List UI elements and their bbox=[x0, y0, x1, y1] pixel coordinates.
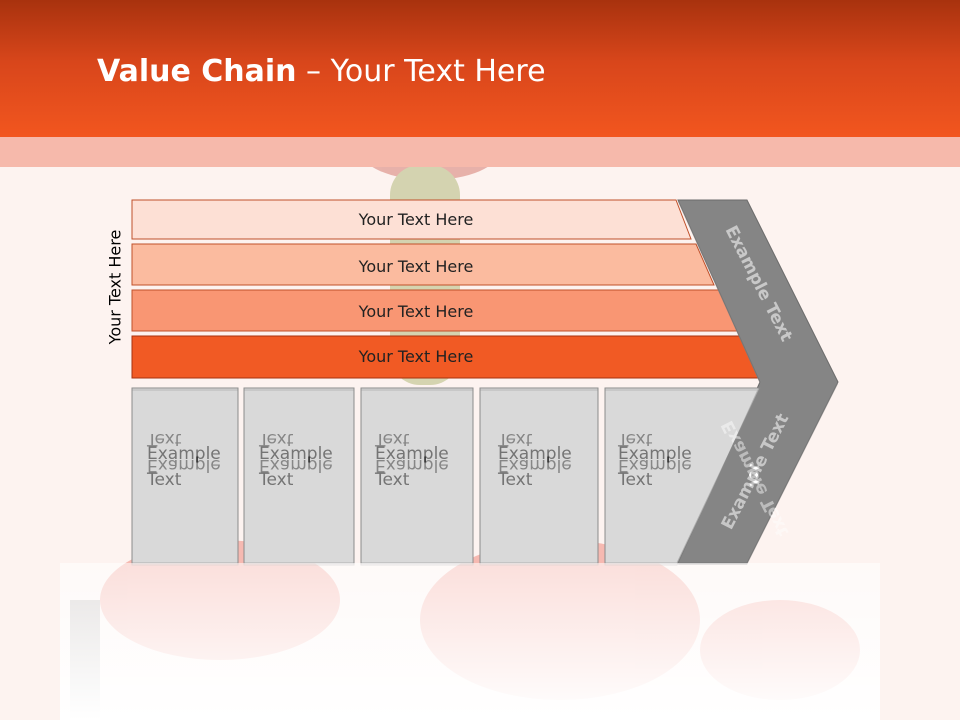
svg-text:Text: Text bbox=[497, 429, 533, 449]
header-band bbox=[0, 0, 960, 137]
reflection-fade bbox=[60, 563, 880, 720]
box-1 bbox=[131, 387, 239, 564]
box-5-line2: Text bbox=[617, 470, 653, 490]
bar-2-label: Your Text Here bbox=[358, 257, 474, 276]
svg-text:Example: Example bbox=[375, 455, 449, 475]
box-2-line2: Text bbox=[258, 470, 294, 490]
box-4-line1: Example bbox=[498, 444, 572, 464]
header-stripe bbox=[0, 137, 960, 167]
bar-1-label: Your Text Here bbox=[358, 210, 474, 229]
box-3-line2: Text bbox=[374, 470, 410, 490]
reflection: Example Text Example Text Example Text E… bbox=[131, 202, 838, 566]
svg-text:Example: Example bbox=[618, 455, 692, 475]
box-2-line1: Example bbox=[259, 444, 333, 464]
bar-3-label: Your Text Here bbox=[358, 302, 474, 321]
box-3-line1: Example bbox=[375, 444, 449, 464]
boxes-group: Example Text Example Text Example Text E… bbox=[131, 387, 761, 564]
bar-1 bbox=[131, 199, 692, 240]
box-1-line2: Text bbox=[146, 470, 182, 490]
box-4-line2: Text bbox=[497, 470, 533, 490]
box-3 bbox=[360, 387, 474, 564]
svg-text:Text: Text bbox=[374, 429, 410, 449]
page-title: Value Chain – Your Text Here bbox=[97, 54, 546, 89]
svg-text:Example: Example bbox=[259, 455, 333, 475]
svg-text:Text: Text bbox=[146, 429, 182, 449]
box-5-line1: Example bbox=[618, 444, 692, 464]
svg-text:Text: Text bbox=[258, 429, 294, 449]
bars-group: Your Text Here Your Text Here Your Text … bbox=[131, 199, 765, 379]
svg-text:Example: Example bbox=[147, 455, 221, 475]
box-1-line1: Example bbox=[147, 444, 221, 464]
svg-text:Text: Text bbox=[617, 429, 653, 449]
title-bold: Value Chain bbox=[97, 54, 297, 89]
bar-4-label: Your Text Here bbox=[358, 347, 474, 366]
title-rest: – Your Text Here bbox=[296, 54, 546, 89]
bar-2 bbox=[131, 243, 715, 286]
box-4 bbox=[479, 387, 599, 564]
svg-text:Example: Example bbox=[498, 455, 572, 475]
